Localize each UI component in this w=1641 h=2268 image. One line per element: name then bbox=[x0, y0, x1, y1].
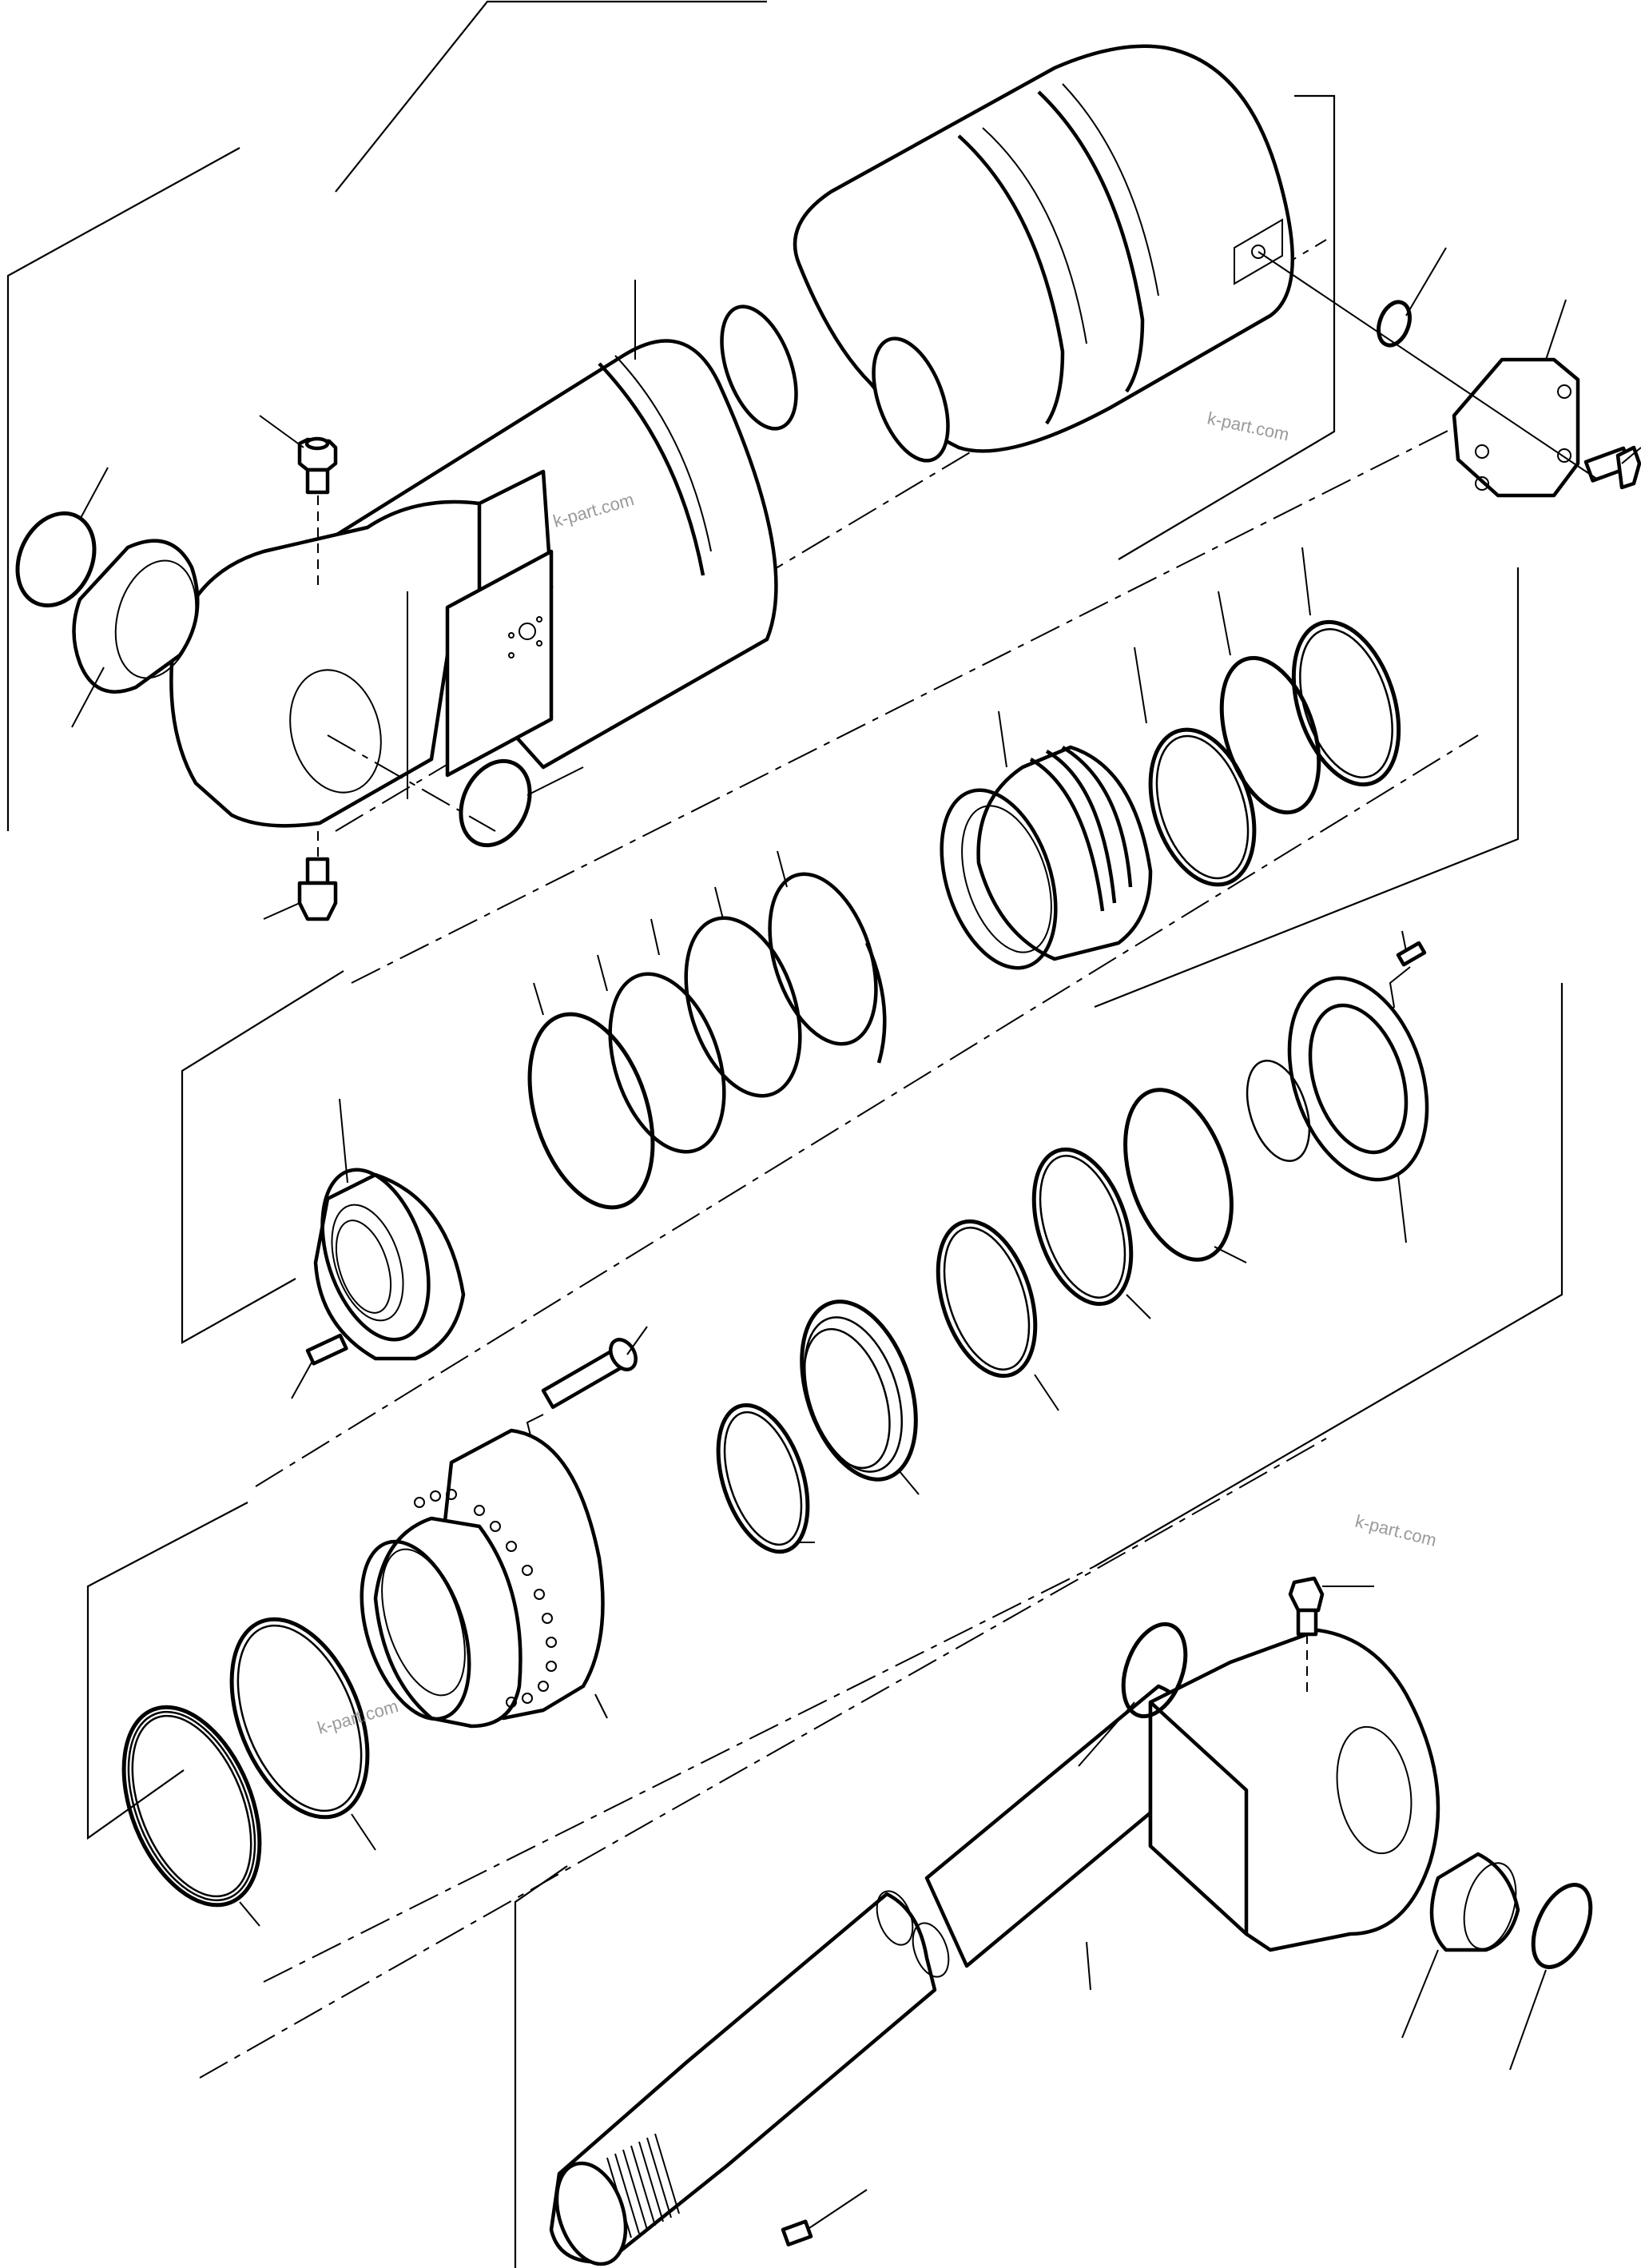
rod-seal-3 bbox=[800, 1299, 918, 1482]
rod-eye bbox=[1148, 1628, 1440, 1952]
watermark-1: k-part.com bbox=[1206, 408, 1291, 444]
flange-centerline bbox=[1258, 251, 1599, 480]
rod-seal-2-inner bbox=[1039, 1155, 1126, 1299]
backup-ring-inner bbox=[723, 1411, 803, 1546]
leader-lines bbox=[71, 247, 1641, 2230]
rod-seal-2 bbox=[1031, 1147, 1134, 1307]
piston-rod bbox=[549, 1684, 1209, 2266]
watermark-3: k-part.com bbox=[1353, 1511, 1439, 1550]
bushing-rod bbox=[1429, 1852, 1520, 1952]
key bbox=[781, 2219, 813, 2247]
dust-seal bbox=[1246, 1059, 1311, 1163]
o-ring-head bbox=[229, 1617, 370, 1820]
set-screw bbox=[305, 1333, 348, 1366]
grease-fitting-bottom bbox=[297, 831, 338, 921]
o-ring-head-inner bbox=[236, 1624, 363, 1812]
buffer-ring bbox=[936, 1219, 1038, 1379]
split-rings bbox=[527, 872, 887, 1210]
buffer-ring-inner bbox=[943, 1227, 1031, 1371]
snap-ring-rod bbox=[1531, 1883, 1593, 1969]
cylinder-head bbox=[360, 1428, 605, 1729]
o-ring-flange bbox=[1377, 300, 1412, 348]
o-ring-rod-top bbox=[1121, 1621, 1188, 1719]
bushing-head bbox=[72, 539, 200, 694]
flange-bolt bbox=[1583, 445, 1641, 490]
cylinder-tube bbox=[333, 44, 1294, 770]
piston-nut bbox=[313, 1168, 466, 1361]
head-bolt-holes bbox=[414, 1489, 557, 1708]
back-up-ring-inner bbox=[1299, 628, 1393, 778]
rod-seal-1 bbox=[1123, 1088, 1234, 1262]
snap-ring-head bbox=[15, 511, 97, 608]
rod-thread bbox=[606, 2133, 680, 2238]
group-frame-cylinder-tube bbox=[6, 0, 1336, 831]
group-frame-head bbox=[86, 983, 1564, 1840]
port-flange bbox=[1452, 357, 1580, 498]
grease-fitting-rod bbox=[1288, 1576, 1325, 1694]
o-ring-port bbox=[459, 758, 532, 848]
grease-fitting-top bbox=[297, 436, 338, 587]
piston-seal bbox=[1219, 655, 1321, 815]
group-frame-rod bbox=[514, 1865, 568, 2268]
back-up-ring-head bbox=[121, 1705, 262, 1908]
piston bbox=[940, 745, 1153, 970]
wiper-retainer bbox=[1287, 976, 1429, 1182]
wear-ring-inner bbox=[1155, 734, 1250, 880]
head-bolt bbox=[511, 1338, 638, 1451]
back-up-ring bbox=[1291, 619, 1401, 787]
wear-ring bbox=[1148, 727, 1257, 887]
group-frame-piston bbox=[181, 567, 1520, 1344]
cylinder-head-clevis bbox=[169, 469, 554, 832]
backup-ring bbox=[716, 1403, 810, 1554]
